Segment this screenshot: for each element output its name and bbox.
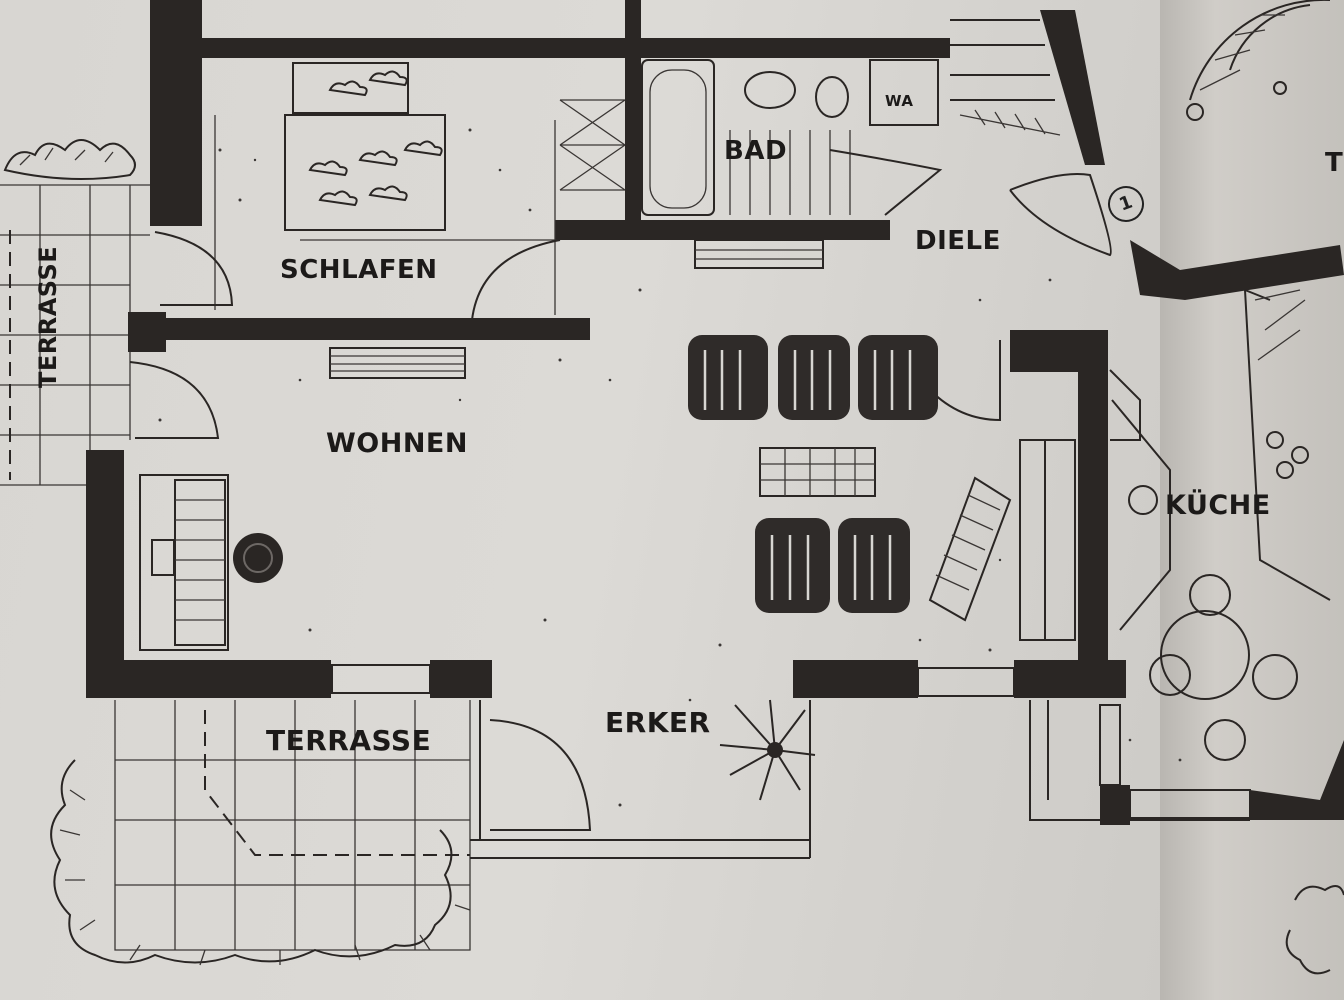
adjacent-page-fold [1160,0,1344,1000]
room-label-kueche: KÜCHE [1165,490,1271,521]
room-label-wa: WA [885,92,914,110]
stair-lines [950,19,1061,136]
kitchen-fixtures [1019,289,1331,761]
bathroom-fixtures [559,59,943,216]
drum-stool [233,533,283,583]
bottom-terrace-tiles [114,700,1250,951]
door-swings [129,173,1112,831]
piano [139,474,229,651]
left-terrace-tiles [0,184,150,486]
room-label-schlafen: SCHLAFEN [280,255,438,285]
partial-label-right: T [1325,148,1344,178]
windows-radiators [329,239,1251,819]
shrubs-right [1285,885,1344,975]
room-label-erker: ERKER [605,706,711,739]
walls [86,0,1344,825]
bed [214,62,560,315]
stipple-texture [158,128,1182,807]
spiral-stair [1186,0,1330,121]
room-label-wohnen: WOHNEN [326,428,468,459]
room-label-terrasse-bottom: TERRASSE [266,724,432,757]
shrubs-left [3,139,136,180]
room-label-diele: DIELE [915,226,1001,256]
room-label-bad: BAD [724,136,788,166]
potted-plant [719,699,816,801]
room-label-terrasse-left: TERRASSE [34,245,62,388]
sofa-group [688,335,1012,622]
shrubs-bottom [50,759,471,966]
